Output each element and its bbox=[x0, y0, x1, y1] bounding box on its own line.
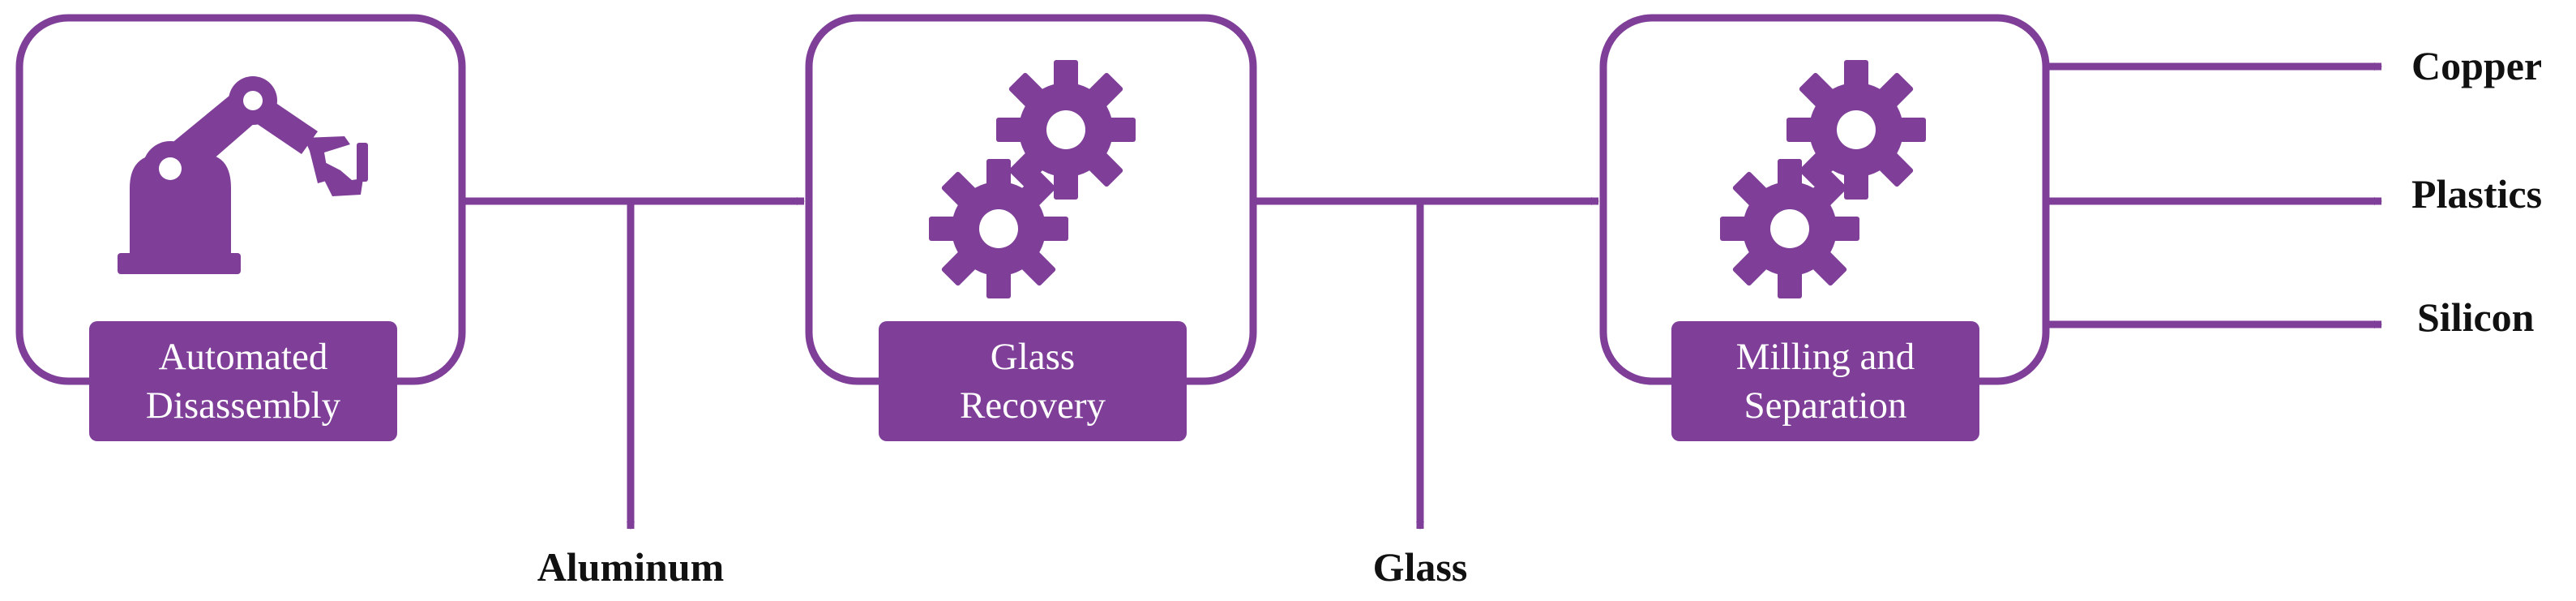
stage-glass-recovery: Glass Recovery bbox=[805, 14, 1257, 441]
stage-label-box bbox=[1671, 321, 1979, 441]
gears-icon bbox=[1720, 60, 1926, 298]
stage-label-box bbox=[89, 321, 397, 441]
stage-automated-disassembly: Automated Disassembly bbox=[15, 14, 466, 441]
output-label-copper: Copper bbox=[2411, 43, 2542, 88]
stage-label-box bbox=[879, 321, 1187, 441]
output-label-aluminum: Aluminum bbox=[537, 544, 725, 590]
output-label-glass: Glass bbox=[1373, 544, 1468, 590]
output-label-plastics: Plastics bbox=[2411, 171, 2542, 217]
stage-label-line2: Disassembly bbox=[146, 384, 341, 427]
connectors bbox=[465, 62, 2382, 530]
stage-label-line1: Milling and bbox=[1736, 336, 1915, 378]
output-label-silicon: Silicon bbox=[2417, 294, 2535, 340]
robot-arm-icon bbox=[118, 76, 368, 274]
stage-label-line1: Glass bbox=[991, 336, 1075, 378]
gears-icon bbox=[929, 60, 1136, 298]
stage-label-line2: Recovery bbox=[960, 384, 1106, 427]
stage-milling-separation: Milling and Separation bbox=[1599, 14, 2050, 441]
stage-label-line2: Separation bbox=[1744, 384, 1907, 427]
stage-label-line1: Automated bbox=[159, 336, 328, 378]
